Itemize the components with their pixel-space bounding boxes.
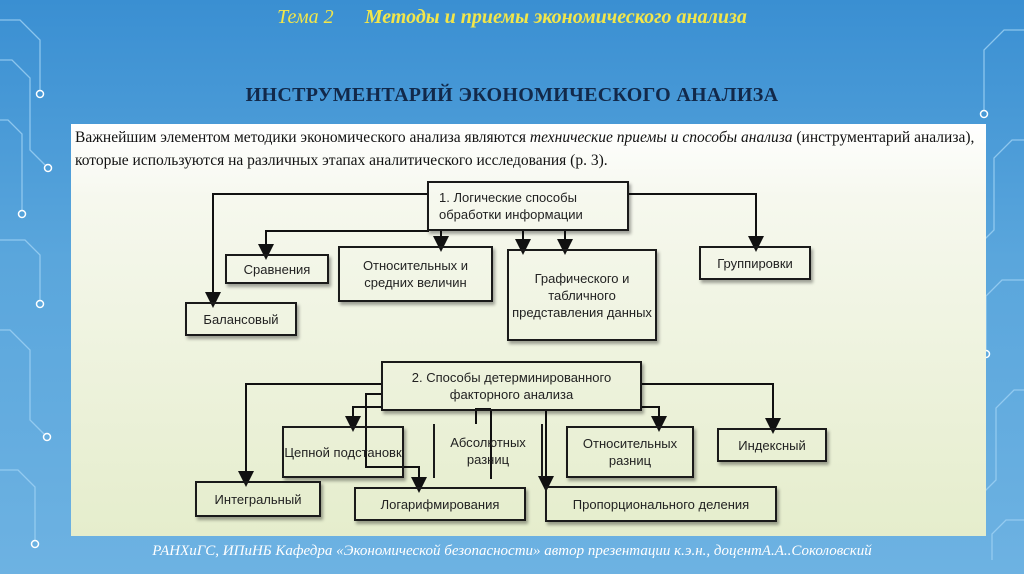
- circuit-decoration-left: [0, 19, 53, 549]
- logical-methods-label: 1. Логические способы обработки информац…: [439, 190, 583, 222]
- balance-label: Балансовый: [203, 311, 279, 327]
- index-box: Индексный: [717, 428, 827, 462]
- proportional-division-label: Пропорционального деления: [572, 496, 750, 512]
- grouping-label: Группировки: [717, 255, 793, 271]
- diagram-connectors: [205, 193, 781, 493]
- relative-differences-label: Относительных разниц: [582, 436, 678, 468]
- balance-box: Балансовый: [185, 302, 297, 336]
- intro-emphasis: технические приемы и способы анализа: [529, 129, 793, 146]
- absolute-differences-box: Абсолютных разниц: [433, 424, 543, 478]
- proportional-division-box: Пропорционального деления: [545, 486, 777, 522]
- topic-number: Тема 2: [277, 6, 334, 28]
- footer-credits: РАНХиГС, ИПиНБ Кафедра «Экономической бе…: [152, 543, 872, 559]
- grouping-box: Группировки: [699, 246, 811, 280]
- logarithm-label: Логарифмирования: [380, 496, 500, 512]
- comparison-label: Сравнения: [243, 261, 311, 277]
- intro-text-start: Важнейшим элементом методики экономическ…: [75, 129, 530, 146]
- integral-box: Интегральный: [195, 481, 321, 517]
- chain-substitution-box: Цепной подстановк: [282, 426, 404, 478]
- relative-average-box: Относительных и средних величин: [338, 246, 493, 302]
- content-panel: Важнейшим элементом методики экономическ…: [71, 124, 986, 536]
- logarithm-box: Логарифмирования: [354, 487, 526, 521]
- index-label: Индексный: [738, 437, 806, 453]
- absolute-differences-label: Абсолютных разниц: [450, 435, 526, 467]
- comparison-box: Сравнения: [225, 254, 329, 284]
- integral-label: Интегральный: [214, 491, 302, 507]
- relative-differences-box: Относительных разниц: [566, 426, 694, 478]
- logical-methods-box: 1. Логические способы обработки информац…: [427, 181, 629, 231]
- deterministic-methods-label: 2. Способы детерминированного факторного…: [411, 370, 612, 402]
- graphic-tabular-box: Графического и табличного представления …: [507, 249, 657, 341]
- topic-header: Тема 2 Методы и приемы экономического ан…: [0, 6, 1024, 29]
- topic-title: Методы и приемы экономического анализа: [364, 6, 747, 28]
- relative-average-label: Относительных и средних величин: [362, 258, 469, 290]
- graphic-tabular-label: Графического и табличного представления …: [512, 270, 652, 320]
- chain-substitution-label: Цепной подстановк: [284, 444, 402, 460]
- intro-paragraph: Важнейшим элементом методики экономическ…: [75, 126, 983, 172]
- intro-text-end: (инструментарий анализа), которые исполь…: [75, 129, 975, 169]
- slide-title: ИНСТРУМЕНТАРИЙ ЭКОНОМИЧЕСКОГО АНАЛИЗА: [245, 84, 779, 106]
- deterministic-methods-box: 2. Способы детерминированного факторного…: [381, 361, 642, 411]
